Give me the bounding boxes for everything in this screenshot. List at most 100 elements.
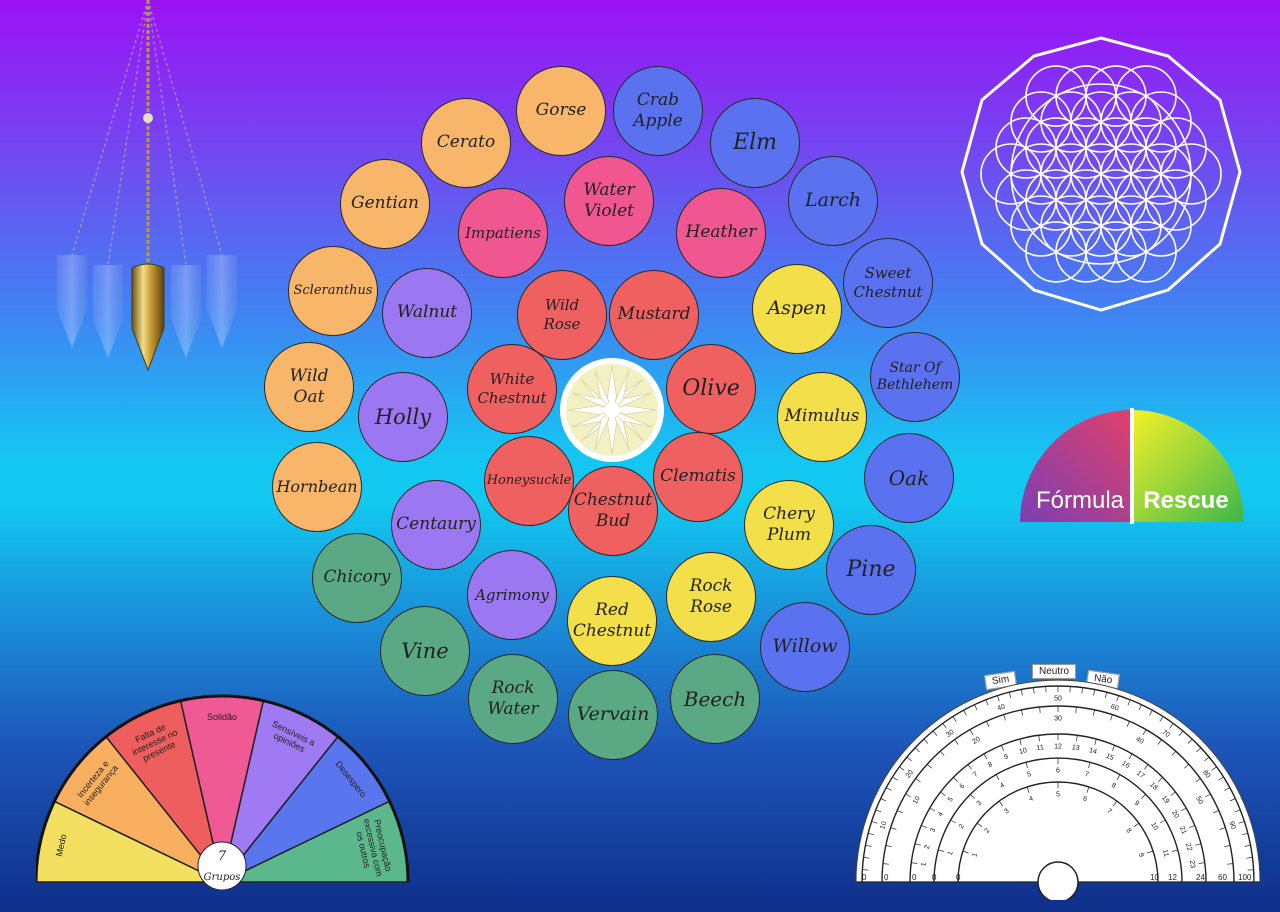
scale-end-12: 12 [1168, 873, 1177, 882]
protractor-number: 7 [1084, 771, 1090, 779]
protractor-tick [940, 791, 946, 796]
scale-zero: 0 [862, 873, 867, 882]
protractor-number: 14 [1088, 747, 1097, 756]
remedy-label: Centaury [396, 514, 476, 535]
remedy-heather[interactable]: Heather [676, 188, 766, 278]
remedy-gentian[interactable]: Gentian [340, 159, 430, 249]
remedy-aspen[interactable]: Aspen [752, 264, 842, 354]
rescue-formula-button[interactable]: Fórmula Rescue [1018, 406, 1246, 524]
remedy-white-chestnut[interactable]: White Chestnut [467, 344, 557, 434]
protractor-tick [1171, 849, 1178, 852]
remedy-cherry-plum[interactable]: Chery Plum [744, 480, 834, 570]
remedy-label: Holly [374, 404, 432, 429]
protractor-tick [1244, 844, 1251, 847]
neutro-button[interactable]: Neutro [1032, 664, 1077, 679]
remedy-label: Crab Apple [633, 89, 683, 131]
protractor-tick [1189, 825, 1195, 829]
remedy-mustard[interactable]: Mustard [609, 270, 699, 360]
scale-end-100: 100 [1238, 873, 1252, 882]
protractor-number: 5 [1026, 771, 1032, 779]
protractor-tick [1093, 689, 1096, 696]
remedy-wild-oat[interactable]: Wild Oat [264, 342, 354, 432]
remedy-label: Larch [805, 189, 861, 212]
remedy-clematis[interactable]: Clematis [653, 432, 743, 522]
protractor-tick [1138, 704, 1142, 711]
protractor-pivot[interactable] [1037, 861, 1079, 900]
remedy-crab-apple[interactable]: Crab Apple [613, 66, 703, 156]
remedy-beech[interactable]: Beech [670, 654, 760, 744]
remedy-centaury[interactable]: Centaury [391, 480, 481, 570]
remedy-rock-water[interactable]: Rock Water [468, 654, 558, 744]
protractor-tick [865, 844, 872, 847]
remedy-vine[interactable]: Vine [380, 606, 470, 696]
remedy-label: Scleranthus [293, 282, 373, 298]
remedy-water-violet[interactable]: Water Violet [564, 156, 654, 246]
center-sun-icon[interactable] [558, 356, 666, 464]
remedy-mimulus[interactable]: Mimulus [777, 372, 867, 462]
protractor-tick [938, 849, 945, 852]
protractor-tick [1127, 699, 1131, 706]
protractor-tick [1159, 716, 1164, 722]
remedy-label: Cerato [436, 132, 496, 153]
protractor-tick [1110, 714, 1113, 721]
protractor-number: 9 [1003, 753, 1009, 761]
remedy-holly[interactable]: Holly [358, 372, 448, 462]
remedy-willow[interactable]: Willow [760, 602, 850, 692]
protractor-tick [1081, 687, 1083, 694]
protractor-tick [939, 750, 945, 756]
remedy-larch[interactable]: Larch [788, 156, 878, 246]
protractor-tick [868, 832, 875, 836]
protractor-tick [1149, 710, 1153, 716]
scale-zero: 0 [932, 873, 937, 882]
protractor-tick [929, 807, 936, 812]
remedy-rock-rose[interactable]: Rock Rose [666, 552, 756, 642]
remedy-walnut[interactable]: Walnut [382, 268, 472, 358]
protractor-tick [962, 850, 969, 854]
remedy-gorse[interactable]: Gorse [516, 66, 606, 156]
remedy-wild-rose[interactable]: Wild Rose [517, 270, 607, 360]
protractor-tick [1198, 862, 1205, 864]
remedy-chestnut-bud[interactable]: Chestnut Bud [568, 466, 658, 556]
protractor-number: 9 [1133, 800, 1141, 808]
remedy-pine[interactable]: Pine [826, 525, 916, 615]
protractor-tick [1196, 747, 1202, 753]
remedy-hornbean[interactable]: Hornbean [272, 442, 362, 532]
remedy-star-of-bethlehem[interactable]: Star Of Bethlehem [870, 332, 960, 422]
remedy-impatiens[interactable]: Impatiens [458, 188, 548, 278]
remedy-chicory[interactable]: Chicory [312, 533, 402, 623]
remedy-elm[interactable]: Elm [710, 98, 800, 188]
remedy-agrimony[interactable]: Agrimony [467, 550, 557, 640]
remedy-scleranthus[interactable]: Scleranthus [288, 246, 378, 336]
protractor-number: 20 [1170, 809, 1180, 819]
protractor-tick [986, 721, 990, 727]
protractor-number: 2 [984, 827, 992, 834]
remedy-red-chestnut[interactable]: Red Chestnut [567, 576, 657, 666]
protractor-tick [1033, 687, 1035, 694]
remedy-vervain[interactable]: Vervain [568, 670, 658, 760]
protractor-tick [1218, 776, 1224, 781]
protractor-tick [963, 710, 967, 716]
remedy-olive[interactable]: Olive [666, 344, 756, 434]
protractor-tick [1157, 739, 1162, 745]
protractor-tick [1160, 819, 1166, 824]
protractor-tick [1008, 692, 1012, 699]
pendulum-icon[interactable] [30, 0, 270, 380]
protractor-number: 17 [1135, 770, 1146, 780]
protractor-tick [932, 730, 938, 736]
protractor-tick [911, 862, 918, 864]
remedy-label: Chicory [323, 567, 391, 588]
protractor-tick [890, 827, 897, 830]
scale-end-60: 60 [1218, 873, 1227, 882]
remedy-cerato[interactable]: Cerato [421, 98, 511, 188]
remedy-label: Chery Plum [763, 503, 815, 545]
protractor-number: 3 [976, 800, 984, 808]
remedy-sweet-chestnut[interactable]: Sweet Chestnut [843, 238, 933, 328]
protractor-tick [1180, 807, 1187, 812]
remedy-label: Clematis [660, 466, 736, 487]
remedy-honeysuckle[interactable]: Honeysuckle [484, 436, 574, 526]
remedy-oak[interactable]: Oak [864, 433, 954, 523]
protractor-tick [954, 739, 959, 745]
remedy-label: Honeysuckle [486, 472, 572, 488]
